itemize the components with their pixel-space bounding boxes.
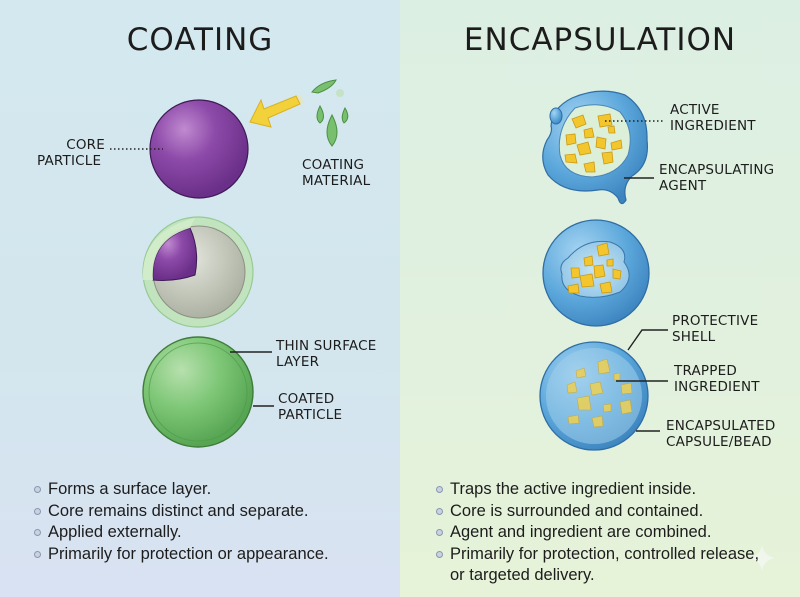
coating-bullet: Applied externally. xyxy=(34,522,394,544)
encapsulation-title: ENCAPSULATION xyxy=(463,22,737,58)
label-coated-particle: COATED PARTICLE xyxy=(278,391,343,423)
core-particle-sphere xyxy=(149,99,249,199)
coating-bullet: Primarily for protection or appearance. xyxy=(34,544,394,566)
label-encapsulated-capsule: ENCAPSULATED CAPSULE/BEAD xyxy=(666,418,776,450)
encapsulation-bullet: Traps the active ingredient inside. xyxy=(436,479,766,501)
coated-particle-sphere xyxy=(142,336,254,448)
label-coating-material: COATING MATERIAL xyxy=(302,157,371,189)
active-ingredient-particles xyxy=(564,113,623,173)
label-core-particle: CORE xyxy=(66,137,105,153)
sparkle-icon xyxy=(749,545,775,571)
protective-shell-leader xyxy=(627,329,668,351)
label-thin-surface-layer: THIN SURFACE LAYER xyxy=(276,338,377,370)
coating-arrow-icon xyxy=(249,94,304,128)
coating-title: COATING xyxy=(126,22,274,58)
encapsulation-bullet: Primarily for protection, controlled rel… xyxy=(436,544,766,587)
encapsulated-capsule-bead xyxy=(539,341,649,451)
encapsulation-bullet-list: Traps the active ingredient inside. Core… xyxy=(436,479,766,587)
middle-capsule-ingredient xyxy=(567,242,622,294)
coating-bullet: Core remains distinct and separate. xyxy=(34,501,394,523)
coating-bullet: Forms a surface layer. xyxy=(34,479,394,501)
trapped-ingredient-particles xyxy=(566,358,633,428)
encapsulation-bullet: Core is surrounded and contained. xyxy=(436,501,766,523)
partial-coating-sphere xyxy=(142,216,254,328)
label-protective-shell: PROTECTIVE SHELL xyxy=(672,313,759,345)
encapsulation-bullet: Agent and ingredient are combined. xyxy=(436,522,766,544)
label-encapsulating-agent: ENCAPSULATING AGENT xyxy=(659,162,775,194)
coating-bullet-list: Forms a surface layer. Core remains dist… xyxy=(34,479,394,565)
coating-material-droplets-icon xyxy=(311,79,349,147)
label-trapped-ingredient: TRAPPED INGREDIENT xyxy=(674,363,760,395)
label-core-particle-line2: PARTICLE xyxy=(37,153,102,169)
label-active-ingredient: ACTIVE INGREDIENT xyxy=(670,102,756,134)
encapsulating-agent-blob xyxy=(542,90,649,205)
